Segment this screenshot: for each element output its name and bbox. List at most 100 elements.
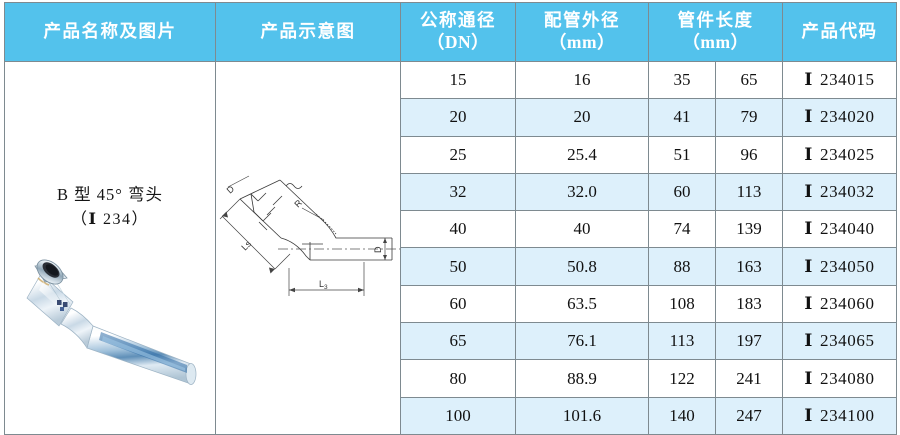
- cell-product-code: Ⅰ 234080: [782, 359, 897, 398]
- cell-nominal-diameter: 40: [400, 210, 516, 249]
- cell-fitting-length-2: 183: [715, 284, 783, 324]
- code-prefix: Ⅰ: [804, 70, 813, 90]
- cell-pipe-outer-diameter: 76.1: [515, 322, 649, 361]
- technical-drawing: D Ls: [218, 172, 400, 322]
- code-number: 234050: [819, 256, 875, 276]
- cell-pipe-outer-diameter: 32.0: [515, 172, 649, 212]
- cell-pipe-outer-diameter: 40: [515, 210, 649, 249]
- cell-nominal-diameter: 100: [400, 396, 516, 435]
- table-row: B 型 45° 弯头 （Ⅰ 234）: [4, 60, 897, 435]
- dim-label-d-top: D: [225, 183, 237, 195]
- product-diagram-cell: D Ls: [215, 61, 401, 435]
- cell-fitting-length-1: 108: [648, 284, 716, 324]
- cell-nominal-diameter: 15: [400, 60, 516, 100]
- header-label-line1: 产品名称及图片: [43, 21, 177, 42]
- cell-pipe-outer-diameter: 88.9: [515, 359, 649, 398]
- header-label-line1: 配管外径: [544, 10, 620, 31]
- cell-fitting-length-1: 122: [648, 359, 716, 398]
- code-prefix: Ⅰ: [804, 219, 813, 239]
- cell-pipe-outer-diameter: 20: [515, 98, 649, 137]
- code-number: 234100: [819, 405, 875, 425]
- cell-fitting-length-2: 113: [715, 172, 783, 212]
- code-number: 234032: [819, 182, 875, 202]
- product-title: B 型 45° 弯头 （Ⅰ 234）: [5, 182, 215, 232]
- cell-fitting-length-1: 140: [648, 396, 716, 435]
- code-number: 234040: [819, 219, 875, 239]
- cell-product-code: Ⅰ 234025: [782, 135, 897, 174]
- code-number: 234015: [819, 70, 875, 90]
- column-header-product-code: 产品代码: [782, 2, 897, 62]
- code-number: 234025: [819, 144, 875, 164]
- header-label-line1: 产品代码: [801, 21, 878, 42]
- code-prefix: Ⅰ: [804, 293, 813, 313]
- table-header: 产品名称及图片 产品示意图 公称通径 （DN） 配管外径 （mm） 管件长度 （…: [4, 2, 897, 62]
- cell-fitting-length-1: 35: [648, 60, 716, 100]
- cell-fitting-length-2: 197: [715, 322, 783, 361]
- product-spec-table: 产品名称及图片 产品示意图 公称通径 （DN） 配管外径 （mm） 管件长度 （…: [4, 2, 897, 435]
- code-number: 234060: [819, 293, 875, 313]
- code-prefix: Ⅰ: [804, 368, 813, 388]
- cell-nominal-diameter: 50: [400, 247, 516, 286]
- cell-product-code: Ⅰ 234032: [782, 172, 897, 212]
- cell-fitting-length-1: 60: [648, 172, 716, 212]
- column-header-product-name: 产品名称及图片: [4, 2, 216, 62]
- cell-nominal-diameter: 65: [400, 322, 516, 361]
- cell-fitting-length-2: 96: [715, 135, 783, 174]
- header-label-line1: 公称通径: [420, 10, 496, 31]
- header-row: 产品名称及图片 产品示意图 公称通径 （DN） 配管外径 （mm） 管件长度 （…: [4, 2, 897, 62]
- cell-fitting-length-2: 247: [715, 396, 783, 435]
- column-header-pipe-outer-diameter: 配管外径 （mm）: [515, 2, 649, 62]
- column-header-fitting-length: 管件长度 （mm）: [648, 2, 783, 62]
- code-prefix: Ⅰ: [804, 107, 813, 127]
- cell-product-code: Ⅰ 234100: [782, 396, 897, 435]
- product-photo: [21, 252, 211, 402]
- header-label-line1: 管件长度: [677, 10, 754, 31]
- cell-fitting-length-1: 88: [648, 247, 716, 286]
- cell-product-code: Ⅰ 234060: [782, 284, 897, 324]
- product-title-line1: B 型 45° 弯头: [57, 185, 163, 204]
- cell-nominal-diameter: 60: [400, 284, 516, 324]
- cell-fitting-length-2: 79: [715, 98, 783, 137]
- product-title-line2: （Ⅰ 234）: [70, 210, 149, 228]
- cell-pipe-outer-diameter: 63.5: [515, 284, 649, 324]
- header-label-line2: （mm）: [548, 32, 616, 52]
- code-prefix: Ⅰ: [804, 405, 813, 425]
- cell-product-code: Ⅰ 234050: [782, 247, 897, 286]
- code-prefix: Ⅰ: [804, 256, 813, 276]
- code-number: 234080: [819, 368, 875, 388]
- code-prefix: Ⅰ: [804, 144, 813, 164]
- cell-fitting-length-1: 113: [648, 322, 716, 361]
- cell-fitting-length-1: 51: [648, 135, 716, 174]
- cell-nominal-diameter: 80: [400, 359, 516, 398]
- code-number: 234065: [819, 331, 875, 351]
- cell-fitting-length-2: 139: [715, 210, 783, 249]
- column-header-nominal-diameter: 公称通径 （DN）: [400, 2, 516, 62]
- cell-nominal-diameter: 20: [400, 98, 516, 137]
- photo-logo-mark: [57, 300, 68, 311]
- code-prefix: Ⅰ: [804, 182, 813, 202]
- cell-product-code: Ⅰ 234015: [782, 60, 897, 100]
- dim-label-ls: Ls: [239, 238, 253, 252]
- cell-fitting-length-2: 65: [715, 60, 783, 100]
- table-row: 60 63.5 108 183 Ⅰ 234060: [5, 284, 897, 324]
- table-row: 80 88.9 122 241 Ⅰ 234080: [5, 359, 897, 398]
- dim-label-r: R: [292, 197, 304, 209]
- header-label-line2: （mm）: [682, 32, 749, 52]
- dim-label-l3: L3: [319, 279, 328, 291]
- product-name-cell: B 型 45° 弯头 （Ⅰ 234）: [4, 61, 216, 435]
- table-body: B 型 45° 弯头 （Ⅰ 234）: [4, 60, 897, 435]
- cell-product-code: Ⅰ 234040: [782, 210, 897, 249]
- cell-fitting-length-2: 163: [715, 247, 783, 286]
- header-label-line2: （DN）: [426, 32, 490, 52]
- cell-fitting-length-2: 241: [715, 359, 783, 398]
- cell-fitting-length-1: 41: [648, 98, 716, 137]
